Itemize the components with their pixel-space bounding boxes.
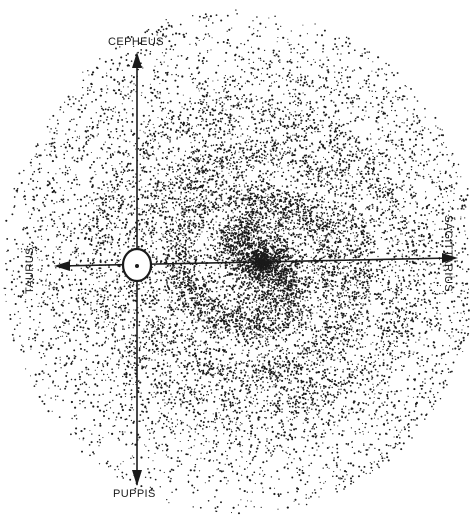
label-sagittarius: SAGITTARIUS	[442, 215, 454, 292]
arrow-left-icon	[54, 261, 70, 271]
label-taurus: TAURUS.	[24, 243, 36, 294]
label-puppis: PUPPIS	[113, 488, 156, 500]
arrow-right-icon	[442, 253, 458, 263]
label-cepheus: CEPHEUS	[108, 36, 164, 48]
arrow-up-icon	[132, 52, 142, 68]
arrow-down-icon	[132, 470, 142, 486]
sun-position-icon	[121, 247, 153, 283]
